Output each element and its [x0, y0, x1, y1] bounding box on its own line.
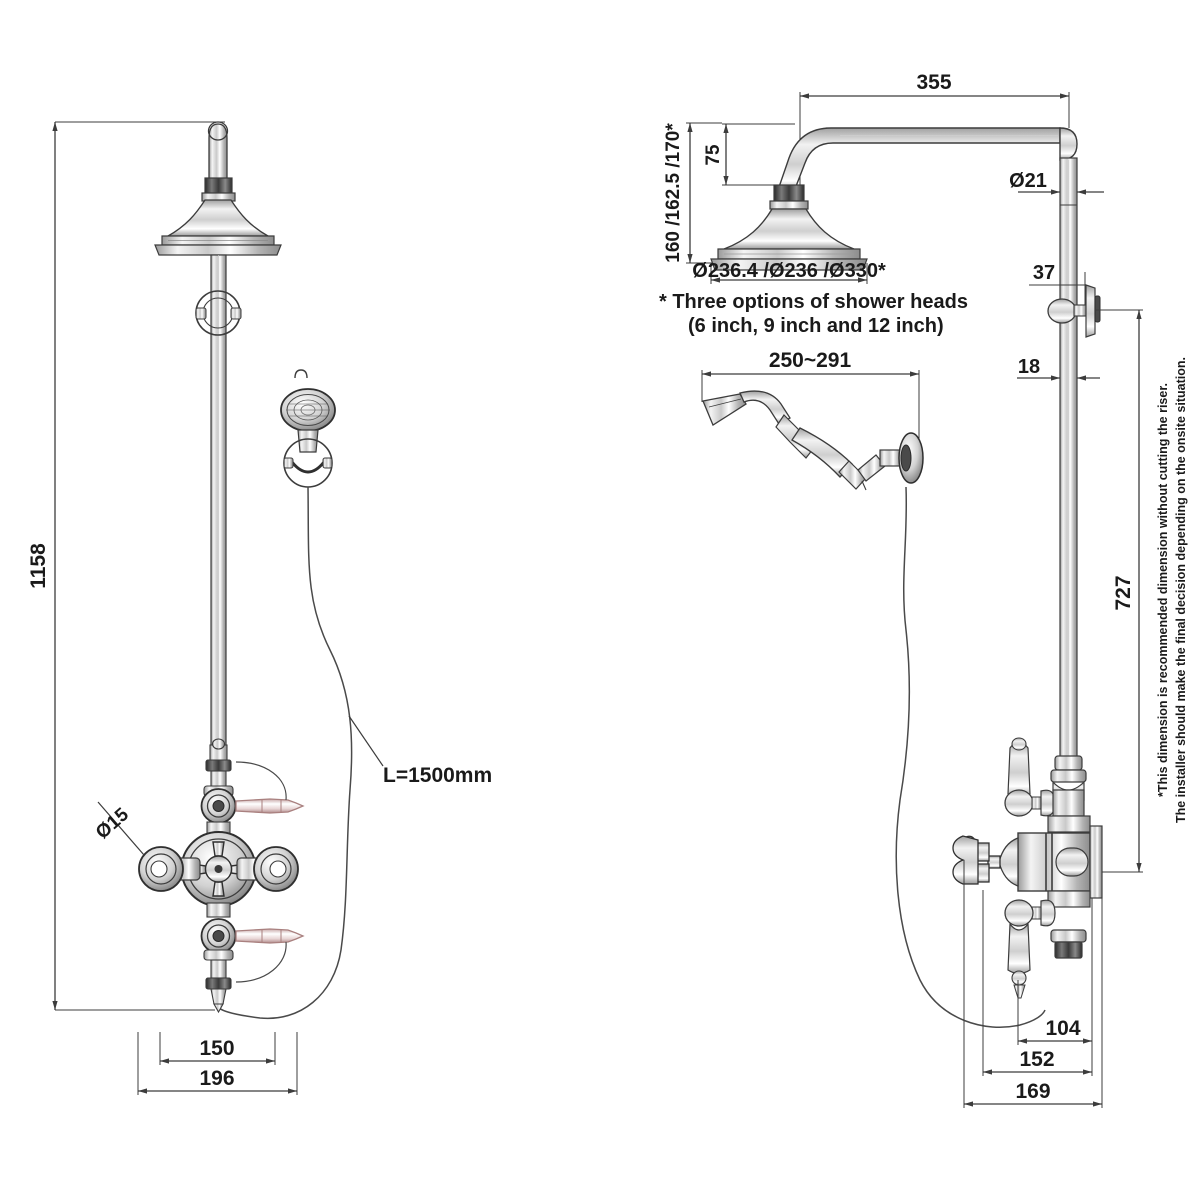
dim-arm-rise-label: 75: [703, 144, 724, 166]
dim-handset-projection-label: 250~291: [769, 349, 852, 372]
dim-bracket-offset-top-label: 37: [1033, 262, 1055, 284]
dim-riser-diameter-label: Ø21: [1009, 170, 1047, 192]
dim-bracket-offset-label: 150: [199, 1037, 234, 1060]
front-shower-arm: [201, 121, 236, 202]
note-head-options-line2: (6 inch, 9 inch and 12 inch): [688, 315, 944, 337]
front-lower-lever-handle: [235, 928, 305, 944]
front-riser-pipe: [210, 254, 227, 756]
dim-side-overall-depth-label: 169: [1015, 1080, 1050, 1103]
side-handset: [702, 390, 924, 491]
dim-valve-body-width-label: 152: [1019, 1048, 1054, 1071]
dimension-valve-to-head: [1095, 309, 1143, 873]
front-lower-lever-swing-arc: [235, 941, 287, 983]
dim-overall-height-label: 1158: [27, 543, 50, 589]
front-valve-assembly: [138, 738, 305, 1014]
front-handset-in-holder: [280, 369, 336, 488]
front-riser-bracket: [195, 290, 242, 336]
dimension-handset-projection: [701, 370, 920, 444]
dim-valve-to-head-label: 727: [1112, 575, 1135, 610]
side-elevation: 355 75 160 /162.5 /170*: [659, 71, 1188, 1108]
front-flexible-hose: [218, 486, 353, 1020]
front-upper-lever-handle: [235, 798, 305, 814]
dimension-bracket-offset: [159, 1032, 276, 1065]
dimension-overall-height: [52, 121, 225, 1011]
dimension-head-diameter: [710, 263, 868, 284]
side-riser-bracket: [1047, 284, 1101, 338]
front-shower-head: [154, 199, 282, 256]
front-upper-port: [200, 785, 237, 824]
side-head-connector: [769, 184, 809, 210]
dimension-front-overall-width: [137, 1032, 298, 1095]
dimension-inlet-diameter: [97, 801, 145, 856]
front-bottom-outlet: [205, 959, 232, 1014]
note-riser-line1: *This dimension is recommended dimension…: [1156, 383, 1170, 797]
dim-head-height-label: 160 /162.5 /170*: [663, 123, 684, 263]
front-top-elbow: [205, 738, 232, 788]
front-lower-port: [200, 918, 237, 961]
side-riser-pipe: [1059, 157, 1078, 759]
side-lower-lever-handle: [1004, 890, 1091, 999]
hose-length-label: L=1500mm: [383, 764, 492, 787]
side-thermostat-body: [952, 815, 1103, 899]
dim-riser-to-wall-label: 18: [1018, 356, 1040, 378]
note-riser-line2: The installer should make the final deci…: [1174, 357, 1188, 823]
front-right-inlet: [236, 846, 299, 892]
side-shower-head: [710, 208, 868, 271]
dimension-handset-outlet-offset: [1017, 898, 1093, 1045]
front-elevation: 1158: [27, 121, 492, 1095]
front-upper-lever-swing-arc: [235, 761, 287, 801]
dim-arm-projection-label: 355: [916, 71, 951, 94]
hose-length-leader: [348, 715, 384, 767]
side-flexible-hose: [895, 486, 1046, 1028]
dim-front-overall-width-label: 196: [199, 1067, 234, 1090]
dimension-side-overall-depth: [963, 860, 1103, 1108]
dim-head-diameter-label: Ø236.4 /Ø236 /Ø330*: [692, 260, 886, 282]
side-upper-lever-handle: [1004, 737, 1085, 817]
side-bottom-outlet: [1050, 929, 1087, 959]
dimension-valve-body-width: [982, 890, 1093, 1076]
side-valve-assembly: [952, 737, 1103, 999]
front-left-inlet: [138, 846, 201, 892]
note-head-options-line1: * Three options of shower heads: [659, 291, 968, 313]
dim-handset-outlet-offset-label: 104: [1045, 1017, 1080, 1040]
